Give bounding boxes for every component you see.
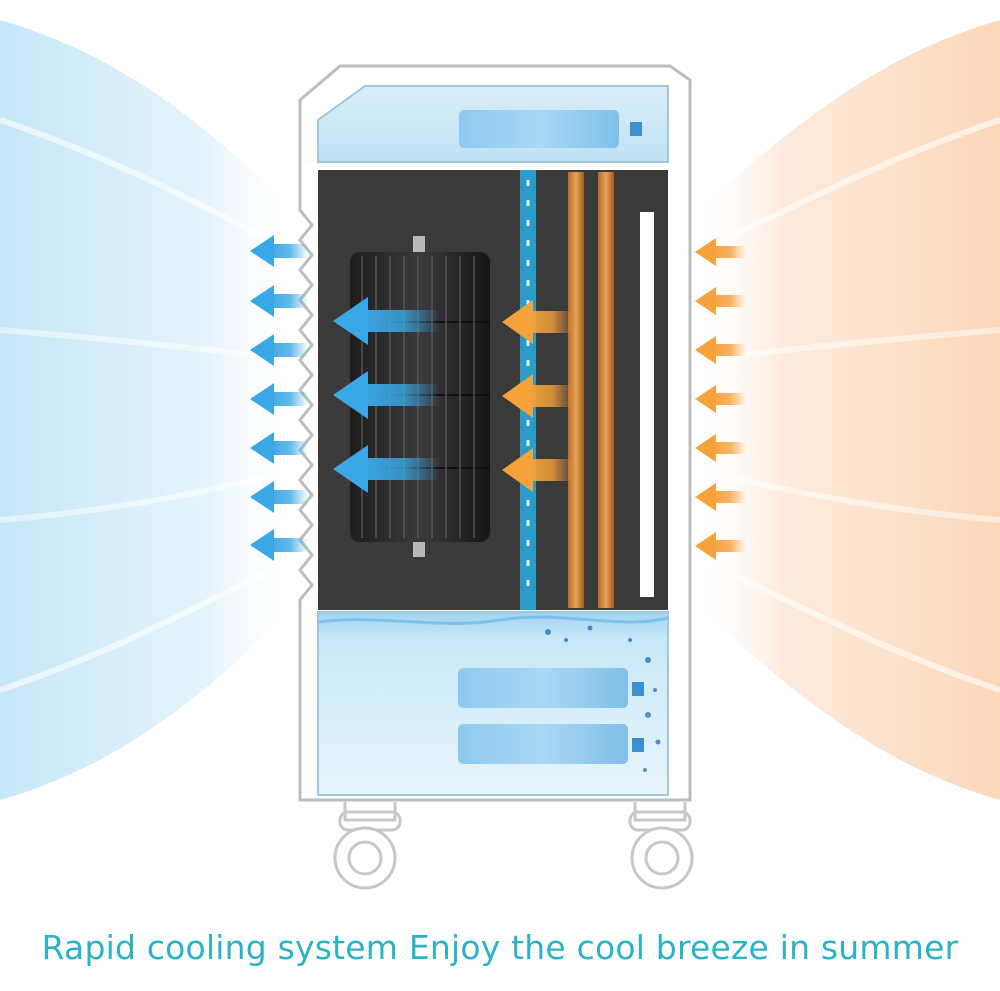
- arrow-left-icon: [250, 481, 308, 513]
- ice-pack-icon: [458, 668, 628, 708]
- arrow-left-icon: [695, 336, 746, 364]
- arrow-left-icon: [695, 385, 746, 413]
- caption-text: Rapid cooling system Enjoy the cool bree…: [41, 928, 959, 967]
- outer-cool-arrows: [250, 235, 308, 561]
- arrow-left-icon: [695, 483, 746, 511]
- arrow-left-icon: [250, 334, 308, 366]
- arrow-left-icon: [695, 238, 746, 266]
- arrow-left-icon: [333, 297, 440, 345]
- filter-strip: [640, 212, 654, 597]
- arrow-left-icon: [250, 529, 308, 561]
- outer-warm-arrows: [695, 238, 746, 560]
- ice-pack-cap-icon: [630, 122, 642, 136]
- arrow-left-icon: [250, 285, 308, 317]
- arrow-left-icon: [250, 383, 308, 415]
- caster-wheel-icon: [333, 802, 402, 890]
- arrow-left-icon: [250, 432, 308, 464]
- ice-pack-icon: [458, 724, 628, 764]
- arrow-left-icon: [333, 371, 440, 419]
- ice-pack-cap-icon: [632, 682, 644, 696]
- copper-pipes: [568, 172, 614, 608]
- bottom-water-tank: [317, 611, 669, 796]
- inner-cool-arrows: [333, 297, 440, 493]
- arrow-left-icon: [250, 235, 308, 267]
- arrow-left-icon: [695, 532, 746, 560]
- ice-pack-cap-icon: [632, 738, 644, 752]
- arrow-left-icon: [502, 374, 575, 418]
- cool-air-mist: [0, 20, 300, 800]
- caster-wheel-icon: [628, 802, 694, 890]
- inner-warm-arrows: [502, 300, 575, 492]
- top-water-tank: [317, 85, 669, 163]
- water-bubbles: [545, 625, 661, 772]
- warm-air-mist: [690, 20, 1000, 800]
- arrow-left-icon: [695, 287, 746, 315]
- arrow-left-icon: [333, 445, 440, 493]
- arrow-left-icon: [695, 434, 746, 462]
- ice-pack-icon: [459, 110, 619, 148]
- arrow-left-icon: [502, 448, 575, 492]
- arrow-left-icon: [502, 300, 575, 344]
